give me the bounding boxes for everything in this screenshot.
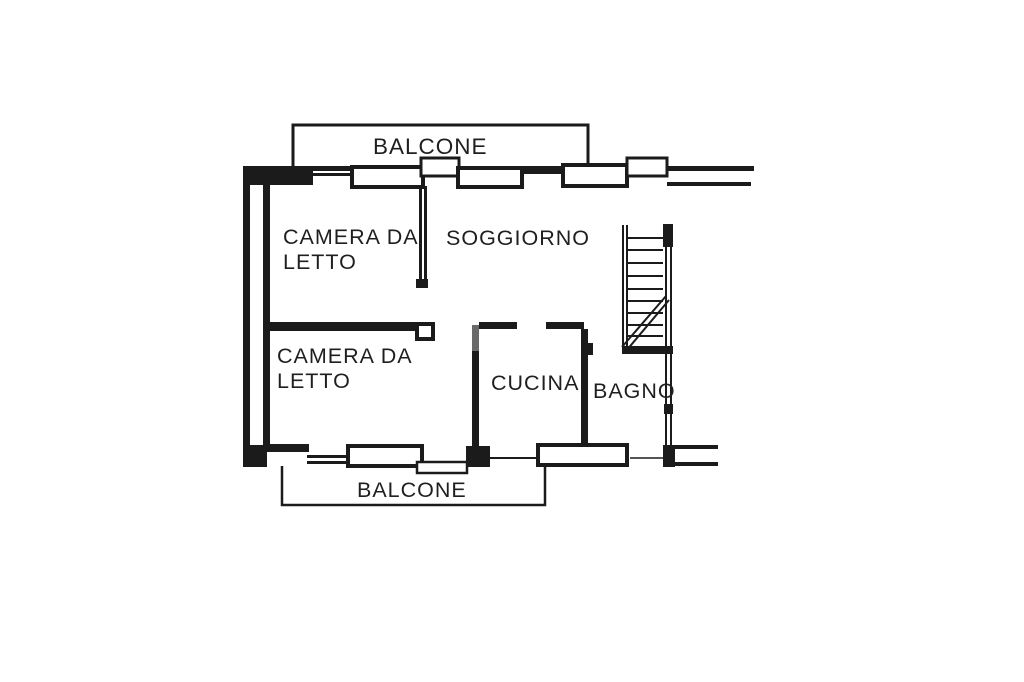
bath-right-wall-line-a xyxy=(665,352,667,445)
partition-bedrooms-divider xyxy=(264,322,435,341)
label-soggiorno: SOGGIORNO xyxy=(446,226,590,250)
label-cucina: CUCINA xyxy=(491,371,579,395)
label-camera1-line1: CAMERA DA xyxy=(283,225,419,249)
wall-bottom-line-b xyxy=(307,461,349,464)
kitchen-top-wall-right xyxy=(546,322,584,329)
window-livingroom-1-icon xyxy=(456,166,524,189)
bath-door-threshold-line xyxy=(630,457,663,459)
label-camera1-line2: LETTO xyxy=(283,250,357,274)
wall-left-outer xyxy=(243,166,250,467)
kitchen-door-threshold-line xyxy=(490,457,538,459)
wall-top xyxy=(243,156,754,189)
scan-smudge xyxy=(472,325,479,351)
label-balcone-top: BALCONE xyxy=(373,134,488,159)
stairs-left-line-a xyxy=(622,225,624,352)
kitchen-left-wall xyxy=(472,325,479,447)
wall-left xyxy=(243,166,270,467)
wall-bottom-right-line-b xyxy=(675,462,718,466)
stairs-right-line-a xyxy=(665,247,667,352)
bath-right-wall-line-b xyxy=(670,352,672,445)
wall-bottom-left-corner xyxy=(243,445,267,467)
window-kitchen-bath-icon xyxy=(536,443,629,467)
label-camera2-line2: LETTO xyxy=(277,369,351,393)
stair-tread xyxy=(628,275,663,277)
balcony-top-outline xyxy=(291,123,590,166)
staircase xyxy=(621,224,673,354)
window-bedroom1-icon xyxy=(350,165,425,189)
bath-left-wall xyxy=(581,329,588,447)
wall-bottom-right-block xyxy=(663,445,675,467)
wall-kitchen-junction-block xyxy=(466,446,490,467)
partition-bedroom1-livingroom xyxy=(416,186,428,288)
label-balcone-bottom: BALCONE xyxy=(357,478,467,502)
stairs-break-line-a xyxy=(621,295,667,348)
wall-bottom-right-line-a xyxy=(675,445,718,449)
label-camera2-line1: CAMERA DA xyxy=(277,344,413,368)
stairs-bottom-band xyxy=(622,346,673,354)
wall-top-solid-segment xyxy=(243,166,313,185)
partition-line-a xyxy=(419,186,422,285)
partition-end-post xyxy=(416,279,428,288)
divider-end-cap xyxy=(415,322,435,341)
partition-line-b xyxy=(424,186,427,285)
wall-left-inner xyxy=(263,185,270,445)
kitchen-top-wall-left xyxy=(479,322,517,329)
wall-top-right-inner-line xyxy=(667,182,751,186)
stair-tread xyxy=(628,288,663,290)
bathroom-walls xyxy=(581,329,673,447)
stair-tread xyxy=(628,324,663,326)
stairs-treads xyxy=(628,237,663,337)
window-bedroom2-icon xyxy=(346,444,424,468)
window-pane-line-left xyxy=(313,173,353,176)
balcony-door-left-icon xyxy=(419,156,461,178)
stair-tread xyxy=(628,237,663,239)
stair-tread xyxy=(628,300,663,302)
window-pane-line-mid xyxy=(522,171,563,174)
stair-tread xyxy=(628,335,663,337)
wall-bottom xyxy=(243,443,718,475)
stairs-right-top-block xyxy=(663,224,673,247)
balcony-door-right-icon xyxy=(625,156,669,178)
stairs-right-line-b xyxy=(670,247,672,352)
kitchen-walls xyxy=(472,322,584,447)
balcony-door-lower-icon xyxy=(415,460,469,475)
stairs-left-line-b xyxy=(626,225,628,352)
balcony-bottom-outline xyxy=(280,466,547,507)
window-livingroom-2-icon xyxy=(561,163,629,188)
balcony-top-rail xyxy=(291,123,590,166)
label-bagno: BAGNO xyxy=(593,379,676,403)
wall-bottom-step xyxy=(263,444,309,452)
bath-right-wall-block xyxy=(664,404,673,414)
bath-door-hinge-block xyxy=(581,343,593,355)
stair-tread xyxy=(628,262,663,264)
divider-wall-band xyxy=(264,322,425,331)
stair-tread xyxy=(628,249,663,251)
stair-tread xyxy=(628,312,663,314)
room-labels: BALCONE CAMERA DA LETTO SOGGIORNO CAMERA… xyxy=(277,134,676,502)
stairs-break-line-b xyxy=(625,299,670,352)
wall-bottom-line-a xyxy=(307,455,349,458)
balcony-bottom-rail xyxy=(280,466,547,507)
